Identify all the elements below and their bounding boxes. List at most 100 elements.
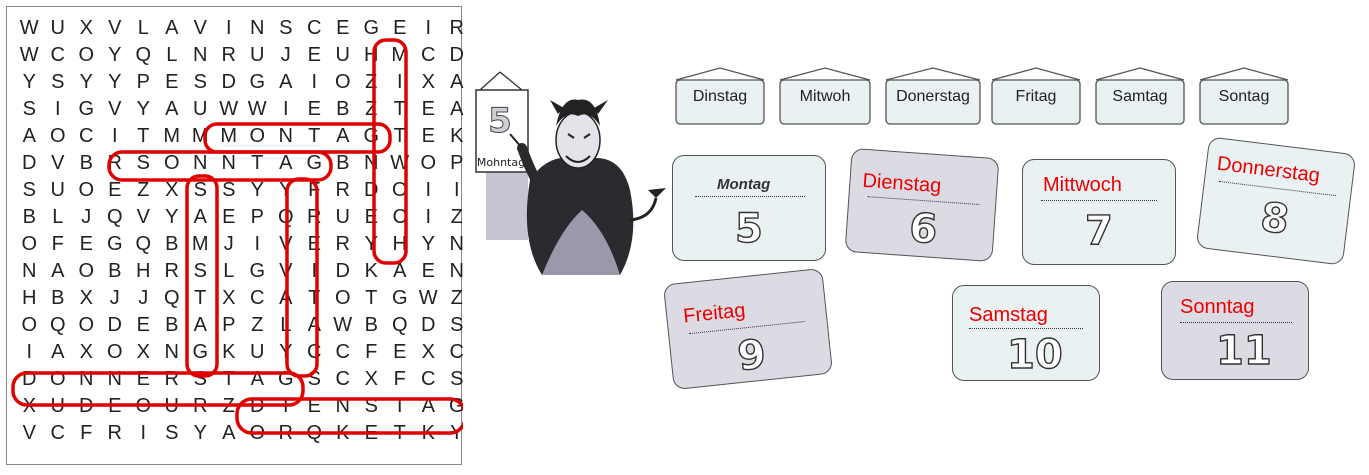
grid-letter: R xyxy=(335,233,350,255)
grid-letter: Z xyxy=(222,395,235,417)
grid-letter: V xyxy=(136,206,150,228)
grid-letter: M xyxy=(191,233,209,255)
grid-letter: N xyxy=(22,260,37,282)
grid-letter: I xyxy=(282,395,289,417)
grid-letter: S xyxy=(193,71,207,93)
grid-letter: Z xyxy=(450,206,463,228)
grid-letter: O xyxy=(78,260,95,282)
grid-letter: B xyxy=(79,152,93,174)
grid-letter: G xyxy=(192,341,209,363)
grid-letter: S xyxy=(193,260,207,282)
card-word: Freitag xyxy=(682,299,747,328)
grid-letter: N xyxy=(79,368,94,390)
grid-letter: N xyxy=(164,341,179,363)
grid-letter: R xyxy=(307,206,322,228)
grid-letter: E xyxy=(136,314,150,336)
grid-letter: K xyxy=(364,260,378,282)
grid-letter: Q xyxy=(135,44,152,66)
grid-letter: U xyxy=(193,98,208,120)
grid-letter: P xyxy=(222,314,236,336)
grid-letter: E xyxy=(364,422,378,444)
grid-letter: V xyxy=(193,17,207,39)
grid-letter: W xyxy=(390,152,410,174)
grid-letter: O xyxy=(334,287,351,309)
grid-letter: T xyxy=(222,368,235,390)
card-dotted-line xyxy=(1180,322,1292,323)
grid-letter: P xyxy=(450,152,464,174)
card-number: 7 xyxy=(1084,207,1113,254)
grid-letter: O xyxy=(420,152,437,174)
grid-letter: W xyxy=(247,98,267,120)
grid-letter: I xyxy=(111,125,118,147)
grid-letter: O xyxy=(21,314,38,336)
grid-letter: W xyxy=(219,98,239,120)
grid-letter: I xyxy=(282,98,289,120)
grid-letter: H xyxy=(364,44,379,66)
grid-letter: Z xyxy=(450,287,463,309)
grid-letter: O xyxy=(391,179,408,201)
grid-letter: F xyxy=(393,368,406,390)
grid-letter: U xyxy=(335,206,350,228)
grid-letter: Z xyxy=(137,179,150,201)
grid-letter: F xyxy=(80,422,93,444)
grid-letter: Z xyxy=(365,71,378,93)
grid-letter: J xyxy=(138,287,149,309)
grid-letter: I xyxy=(425,17,432,39)
poster-word: Mohntag xyxy=(477,156,525,169)
grid-letter: E xyxy=(136,368,150,390)
grid-letter: L xyxy=(52,206,64,228)
tab-donerstag: Donerstag xyxy=(884,66,982,126)
grid-letter: D xyxy=(364,179,379,201)
grid-letter: V xyxy=(279,260,293,282)
grid-letter: Y xyxy=(279,179,293,201)
grid-letter: O xyxy=(21,233,38,255)
grid-letter: E xyxy=(307,44,321,66)
grid-letter: N xyxy=(449,260,464,282)
card-dotted-line xyxy=(867,196,980,205)
grid-letter: A xyxy=(393,260,407,282)
card-sonntag: Sonntag 11 xyxy=(1161,281,1309,380)
grid-letter: S xyxy=(193,368,207,390)
grid-letter: S xyxy=(279,17,293,39)
grid-letter: A xyxy=(165,17,179,39)
grid-letter: B xyxy=(165,314,179,336)
grid-letter: A xyxy=(421,395,435,417)
grid-letter: H xyxy=(392,233,407,255)
grid-letter: D xyxy=(79,395,94,417)
grid-letter: C xyxy=(335,368,350,390)
grid-letter: O xyxy=(49,125,66,147)
grid-letter: T xyxy=(393,422,406,444)
grid-letter: Q xyxy=(49,314,66,336)
grid-letter: D xyxy=(250,395,265,417)
grid-letter: D xyxy=(22,368,37,390)
grid-letter: U xyxy=(164,395,179,417)
grid-letter: E xyxy=(421,125,435,147)
grid-letter: C xyxy=(50,44,65,66)
tab-label: Sontag xyxy=(1218,88,1270,105)
grid-letter: H xyxy=(22,287,37,309)
grid-letter: X xyxy=(421,341,435,363)
grid-letter: C xyxy=(50,422,65,444)
grid-letter: R xyxy=(221,44,236,66)
card-samstag: Samstag 10 xyxy=(952,285,1100,381)
tab-dinstag: Dinstag xyxy=(674,66,766,126)
tab-label: Dinstag xyxy=(692,88,748,105)
grid-letter: X xyxy=(421,71,435,93)
grid-letter: C xyxy=(307,341,322,363)
grid-letter: X xyxy=(364,368,378,390)
grid-letter: R xyxy=(107,152,122,174)
grid-letter: R xyxy=(107,422,122,444)
grid-letter: G xyxy=(306,152,323,174)
grid-letter: C xyxy=(79,125,94,147)
grid-letter: B xyxy=(22,206,36,228)
grid-letter: E xyxy=(108,395,122,417)
devil-illustration: 5 Mohntag xyxy=(475,71,666,275)
grid-letter: A xyxy=(250,368,264,390)
grid-letter: D xyxy=(221,71,236,93)
grid-letter: S xyxy=(364,395,378,417)
